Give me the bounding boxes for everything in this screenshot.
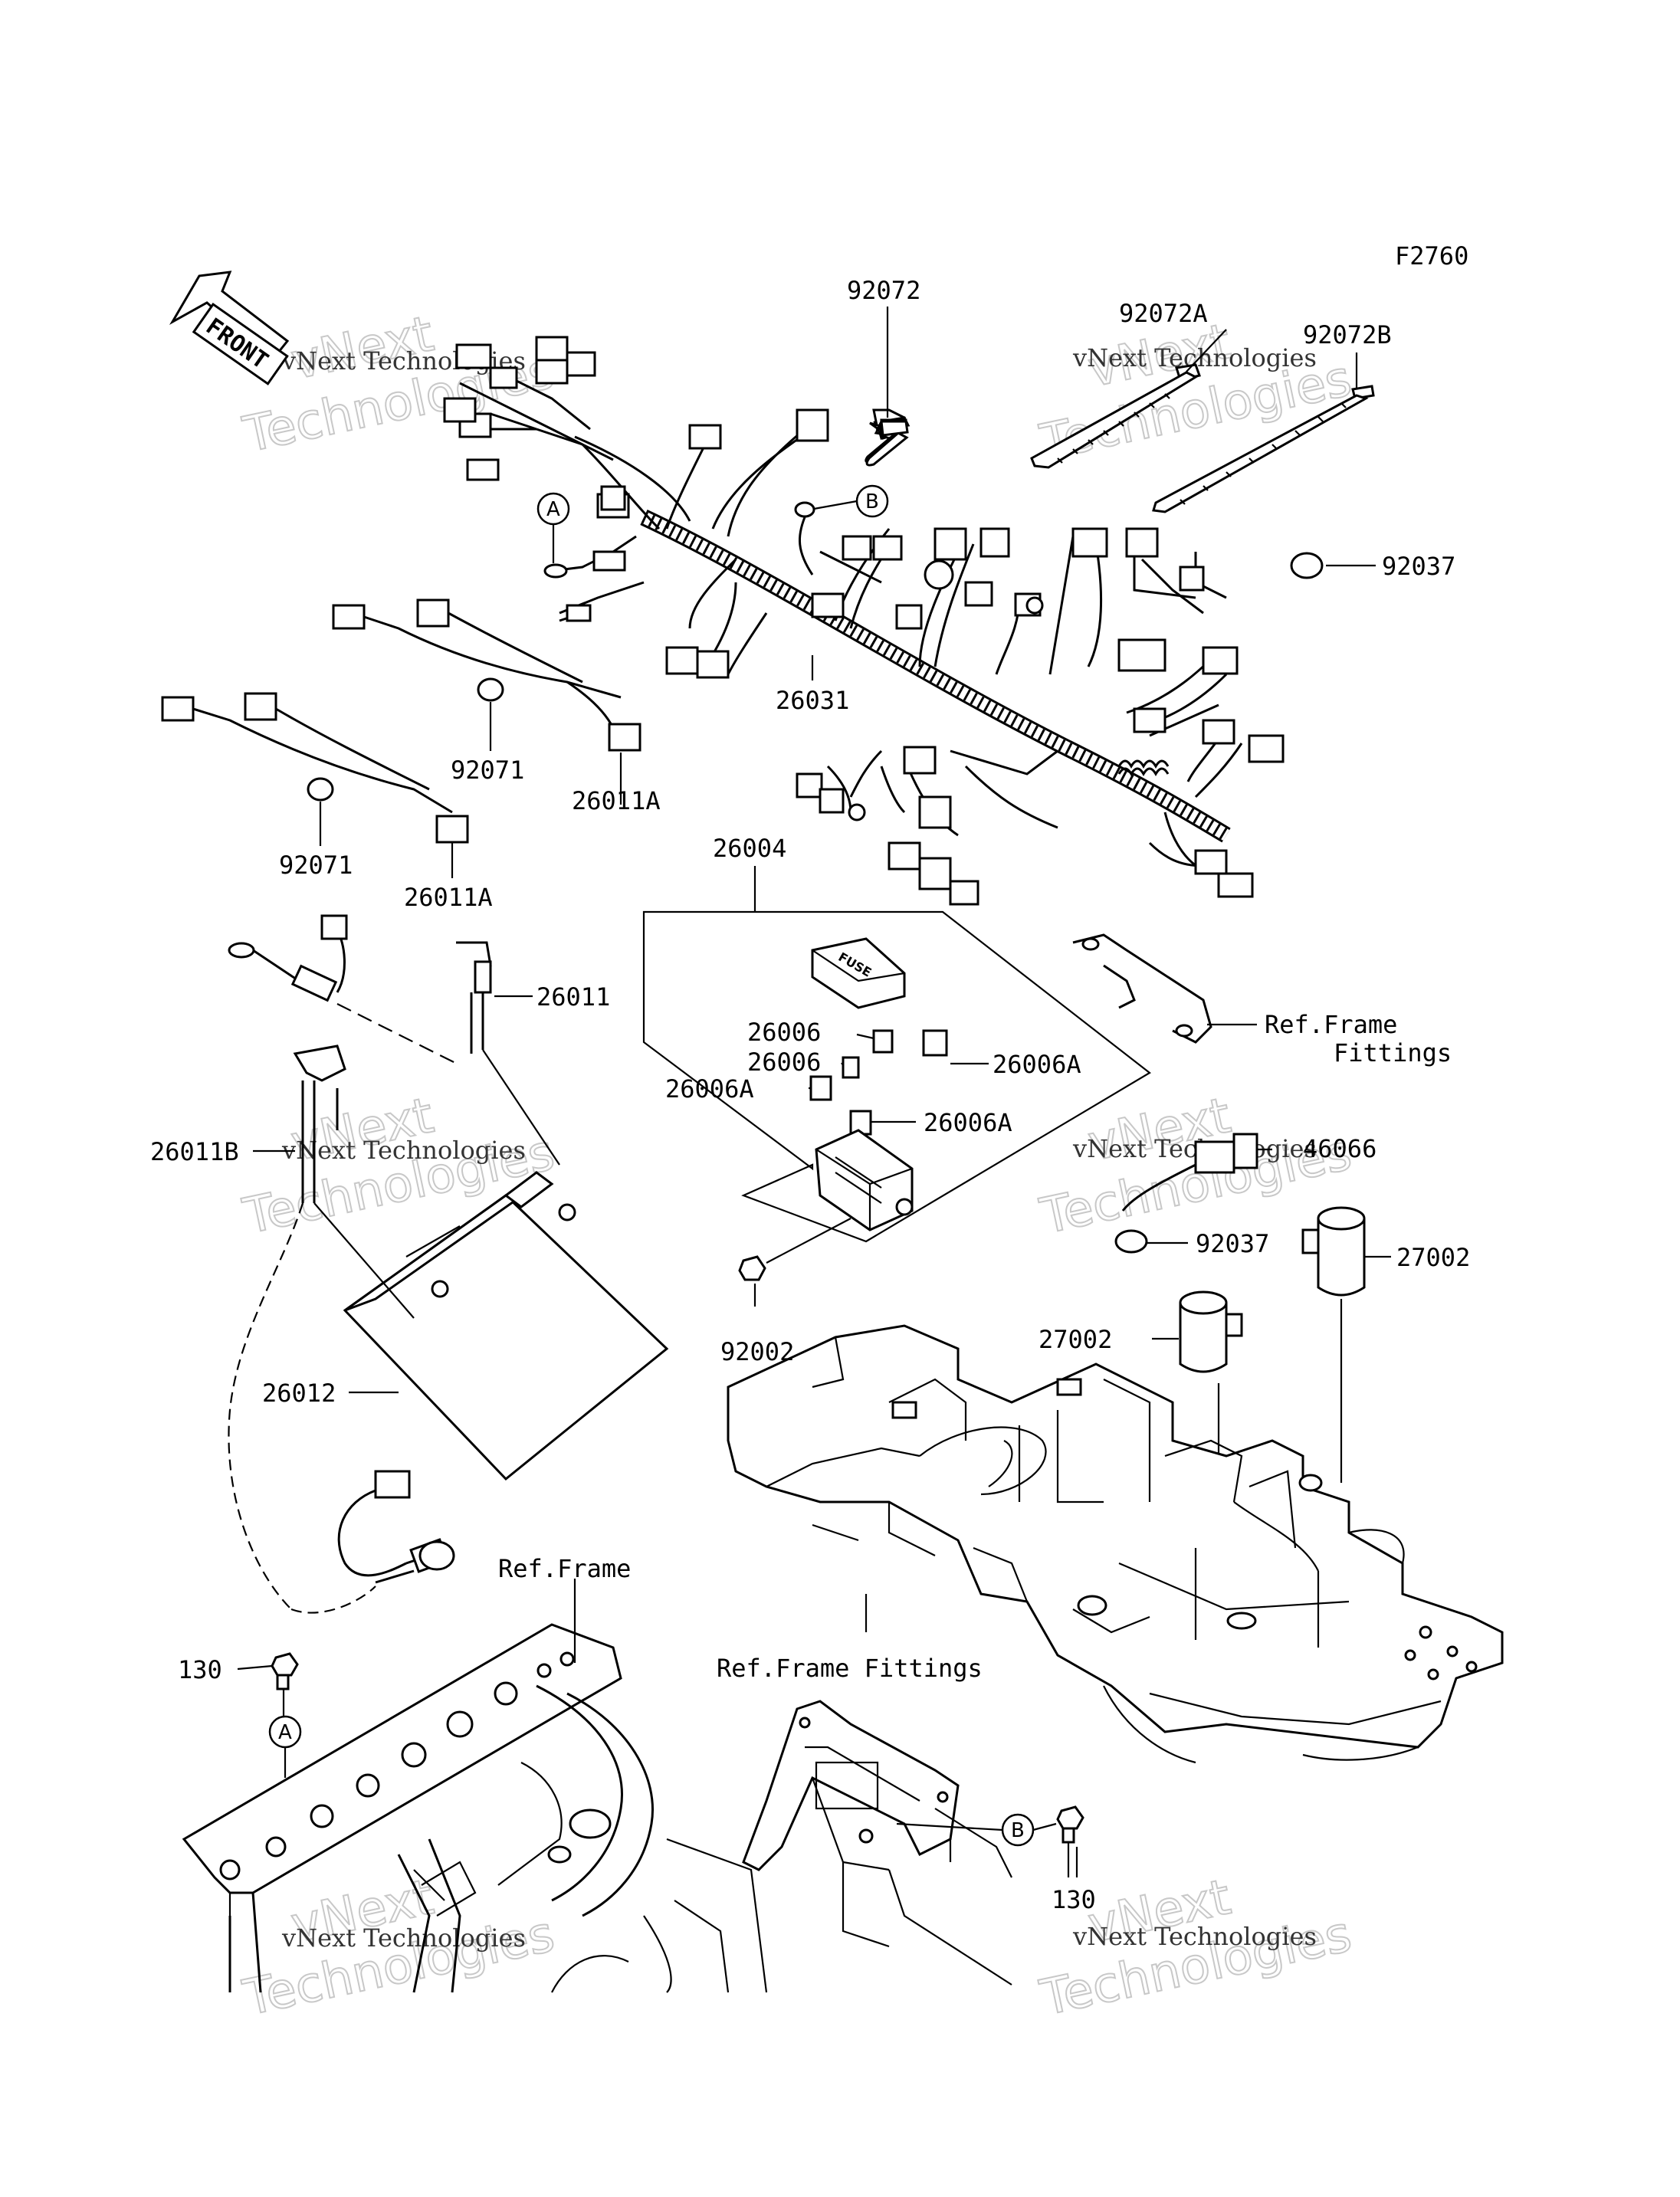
main-harness-26031	[443, 336, 1285, 906]
clamp-92037-top	[1290, 552, 1324, 579]
relay-27002-left	[1179, 1290, 1243, 1632]
ground-wire-b	[794, 501, 882, 584]
label-92037-top: 92037	[1382, 552, 1455, 581]
fuse-block	[815, 1129, 914, 1231]
frame	[182, 1623, 1012, 1993]
callout-a-letter: A	[546, 498, 560, 521]
battery-26012	[343, 1171, 669, 1481]
callout-b-letter: B	[865, 490, 879, 513]
bolt-130-left	[271, 1652, 299, 1717]
label-26031: 26031	[776, 686, 849, 715]
label-26011a-upper: 26011A	[572, 786, 661, 815]
part-labels: 92072 92072A 92072B 92037 26031 92071 26…	[150, 276, 1470, 1914]
label-92072: 92072	[847, 276, 920, 305]
relay-27002-right	[1301, 1206, 1366, 1483]
fuse-26006a-2	[809, 1075, 832, 1101]
fuse-26006-1	[872, 1029, 894, 1054]
label-27002-left: 27002	[1039, 1325, 1112, 1354]
label-27002-right: 27002	[1396, 1243, 1470, 1272]
watermark-line: vNext Technologies	[1072, 1922, 1317, 1951]
diagram-code: F2760	[1395, 241, 1468, 271]
callout-b-harness: B	[813, 484, 889, 518]
label-92071-lower: 92071	[279, 851, 353, 880]
bolt-130-right	[1056, 1805, 1084, 1877]
label-ref-frame: Ref.Frame	[498, 1554, 631, 1583]
label-ref-frame-fittings-line1: Ref.Frame	[1265, 1010, 1397, 1039]
clamp-92037-mid	[1114, 1229, 1148, 1254]
label-92071-upper: 92071	[451, 756, 524, 785]
label-26011b: 26011B	[150, 1137, 239, 1166]
label-26012: 26012	[262, 1379, 336, 1408]
label-26006-upper: 26006	[747, 1018, 821, 1047]
watermark-line: vNext Technologies	[1072, 1134, 1317, 1163]
leader-lines	[237, 307, 1391, 1877]
label-26006a-left: 26006A	[665, 1074, 754, 1103]
negative-cable-upper	[228, 914, 461, 1066]
front-arrow-icon: FRONT	[169, 271, 290, 385]
fuse-26006-2	[842, 1056, 860, 1079]
callout-b-frame: B	[896, 1813, 1057, 1847]
label-130-right: 130	[1052, 1885, 1096, 1914]
label-46066: 46066	[1303, 1134, 1376, 1163]
callout-a-letter: A	[278, 1721, 292, 1744]
fuse-box-group-26004: FUSE	[642, 910, 1151, 1243]
sub-harness-26011a-upper	[332, 598, 641, 752]
cable-tie-92072a	[1030, 363, 1201, 469]
label-92072a: 92072A	[1119, 299, 1208, 328]
label-26006a-lower: 26006A	[924, 1108, 1012, 1137]
label-92037-mid: 92037	[1196, 1229, 1269, 1258]
label-ref-frame-fittings-lower: Ref.Frame Fittings	[717, 1654, 983, 1683]
sub-harness-26011a-lower	[161, 692, 469, 844]
callout-a-frame: A	[268, 1715, 302, 1778]
fuse-26006a-1	[922, 1029, 948, 1057]
label-130-left: 130	[178, 1655, 222, 1684]
ref-frame-fittings-bracket-upper	[1072, 933, 1212, 1044]
label-26011: 26011	[536, 982, 610, 1012]
callout-b-letter: B	[1011, 1819, 1025, 1842]
fuse-cover: FUSE	[811, 937, 906, 1009]
lower-sensor-harness	[290, 1470, 455, 1614]
sensor-46066	[1121, 1133, 1258, 1212]
cable-tie-92072b	[1152, 385, 1375, 513]
label-92072b: 92072B	[1303, 320, 1392, 349]
label-26004: 26004	[713, 834, 786, 863]
label-26011a-lower: 26011A	[404, 883, 493, 912]
label-26006a-right: 26006A	[993, 1050, 1081, 1079]
watermark-line: vNext Technologies	[281, 1923, 526, 1953]
bolt-92002	[738, 1218, 851, 1307]
battery-cable-26011b	[228, 1044, 415, 1610]
watermark-line: vNext Technologies	[281, 1136, 526, 1165]
callout-a-harness: A	[536, 492, 570, 563]
battery-cable-26011	[456, 941, 560, 1166]
battery-tray	[727, 1324, 1504, 1764]
label-ref-frame-fittings-line2: Fittings	[1334, 1038, 1452, 1067]
ground-wire-a	[543, 535, 645, 622]
label-92002: 92002	[720, 1337, 794, 1366]
cable-tie-92072-strap-full	[880, 420, 909, 437]
label-26006-lower: 26006	[747, 1048, 821, 1077]
